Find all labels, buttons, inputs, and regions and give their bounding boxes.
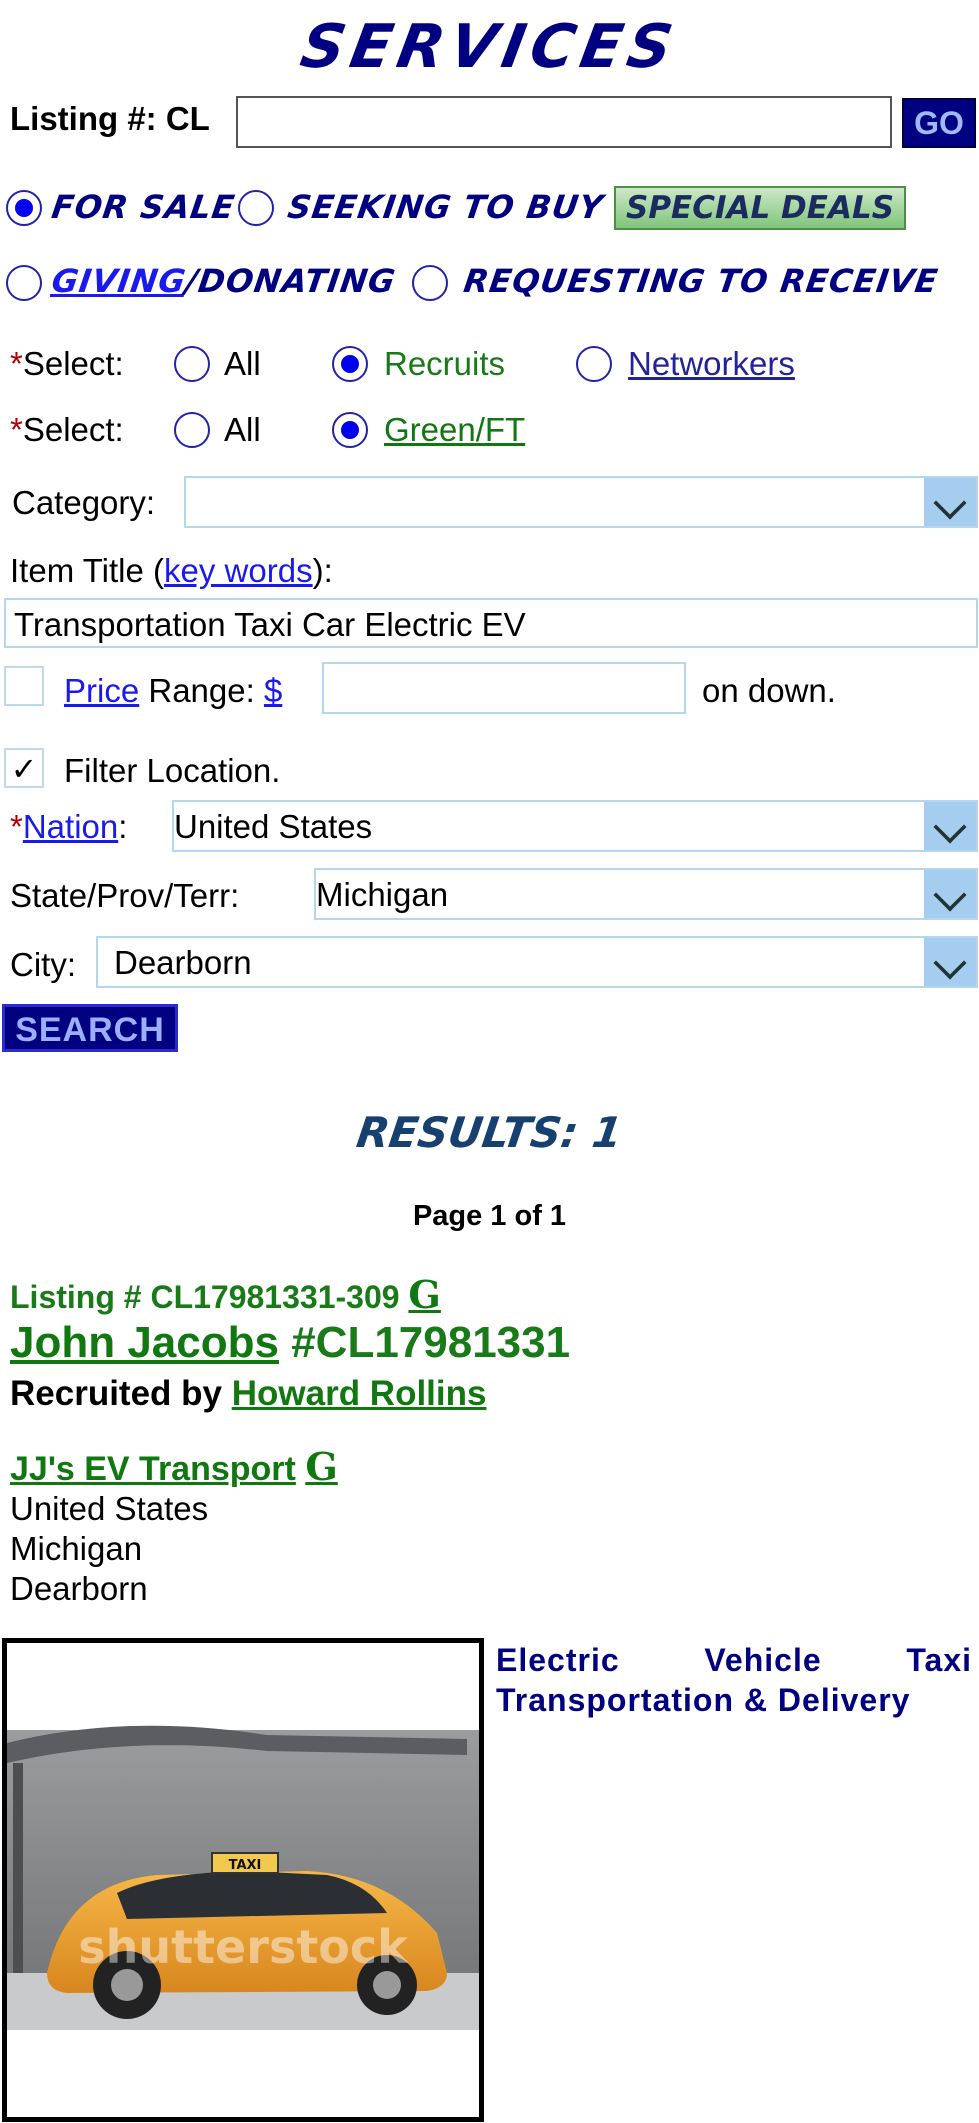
on-down-label: on down. (702, 672, 836, 709)
all-label-2: All (224, 411, 261, 448)
nation-colon: : (118, 808, 128, 845)
chevron-down-icon (924, 938, 976, 986)
price-range-checkbox[interactable] (4, 666, 44, 706)
networkers-link[interactable]: Networkers (628, 345, 795, 382)
currency-link[interactable]: $ (263, 672, 283, 709)
select-label-text: Select: (22, 345, 124, 382)
item-title-input[interactable]: Transportation Taxi Car Electric EV (4, 598, 978, 648)
g-icon[interactable]: G (305, 1444, 338, 1489)
special-deals-button[interactable]: SPECIAL DEALS (614, 186, 907, 230)
recruiter-link[interactable]: Howard Rollins (231, 1374, 487, 1413)
listing-description: Electric Vehicle Taxi Transportation & D… (496, 1642, 972, 1718)
donating-text: /DONATING (183, 262, 399, 300)
recruited-by-line: Recruited by Howard Rollins (10, 1374, 486, 1414)
g-icon[interactable]: G (408, 1272, 441, 1317)
result-city: Dearborn (10, 1570, 148, 1607)
all-radio-2[interactable] (174, 412, 210, 448)
item-title-label-post: ): (312, 552, 333, 589)
requesting-label[interactable]: REQUESTING TO RECEIVE (461, 262, 941, 300)
select-label-text: Select: (22, 411, 124, 448)
go-button[interactable]: GO (902, 98, 976, 148)
price-link[interactable]: Price (64, 672, 140, 709)
search-button[interactable]: SEARCH (2, 1004, 178, 1052)
networkers-radio[interactable] (576, 346, 612, 382)
nation-select[interactable]: United States (172, 800, 978, 852)
business-line: JJ's EV Transport G (10, 1444, 338, 1489)
required-asterisk: * (10, 345, 23, 382)
item-title-label: Item Title (key words): (10, 552, 333, 590)
green-ft-link[interactable]: Green/FT (384, 411, 526, 448)
result-country: United States (10, 1490, 209, 1527)
city-select[interactable]: Dearborn (96, 936, 978, 988)
select-recruits-label: *Select: (10, 345, 124, 383)
seeking-to-buy-radio[interactable] (238, 190, 274, 226)
for-sale-label[interactable]: FOR SALE (49, 188, 238, 226)
chevron-down-icon (924, 870, 976, 918)
listing-number-text: Listing # CL17981331-309 (10, 1279, 400, 1315)
city-label: City: (10, 946, 76, 983)
listing-photo[interactable]: TAXI shutterstock (2, 1638, 484, 2122)
chevron-down-icon (924, 478, 976, 526)
member-name-link[interactable]: John Jacobs (10, 1318, 279, 1367)
member-name-line: John Jacobs #CL17981331 (10, 1318, 570, 1368)
required-asterisk: * (10, 411, 23, 448)
required-asterisk: * (10, 808, 23, 845)
member-id: #CL17981331 (278, 1318, 571, 1367)
price-input[interactable] (322, 662, 686, 714)
range-label: Range: (139, 672, 264, 709)
state-select[interactable]: Michigan (314, 868, 978, 920)
watermark-text: shutterstock (78, 1920, 409, 1974)
listing-number-label: Listing #: CL (10, 100, 210, 137)
key-words-link[interactable]: key words (164, 552, 313, 589)
all-label-1: All (224, 345, 261, 382)
nation-value: United States (174, 808, 373, 845)
page-title: SERVICES (295, 12, 684, 82)
price-range-label: Price Range: $ (64, 672, 282, 710)
category-label: Category: (12, 484, 156, 521)
listing-number: Listing # CL17981331-309 G (10, 1272, 441, 1317)
recruits-label: Recruits (384, 345, 506, 382)
giving-radio[interactable] (6, 265, 42, 301)
state-label: State/Prov/Terr: (10, 877, 240, 914)
chevron-down-icon (924, 802, 976, 850)
for-sale-radio[interactable] (6, 190, 42, 226)
results-heading: RESULTS: 1 (353, 1108, 626, 1157)
taxi-photo-image: TAXI shutterstock (7, 1725, 479, 2030)
all-radio-1[interactable] (174, 346, 210, 382)
state-value: Michigan (316, 876, 449, 913)
item-title-label-pre: Item Title ( (10, 552, 165, 589)
requesting-radio[interactable] (412, 265, 448, 301)
taxi-sign-text: TAXI (229, 1858, 262, 1873)
giving-donating-label: GIVING/DONATING (49, 262, 398, 300)
filter-location-checkbox[interactable]: ✓ (4, 748, 44, 788)
listing-number-input[interactable] (236, 96, 892, 148)
filter-location-label: Filter Location. (64, 752, 281, 789)
giving-link[interactable]: GIVING (49, 262, 189, 300)
nation-label: *Nation: (10, 808, 127, 846)
business-link[interactable]: JJ's EV Transport (10, 1450, 296, 1488)
category-select[interactable] (184, 476, 978, 528)
city-value: Dearborn (114, 944, 252, 981)
nation-link[interactable]: Nation (22, 808, 119, 845)
recruited-by-label: Recruited by (10, 1374, 232, 1413)
page-info: Page 1 of 1 (412, 1200, 567, 1232)
seeking-to-buy-label[interactable]: SEEKING TO BUY (285, 188, 607, 226)
select-green-label: *Select: (10, 411, 124, 449)
result-state: Michigan (10, 1530, 143, 1567)
green-ft-radio[interactable] (332, 412, 368, 448)
recruits-radio[interactable] (332, 346, 368, 382)
